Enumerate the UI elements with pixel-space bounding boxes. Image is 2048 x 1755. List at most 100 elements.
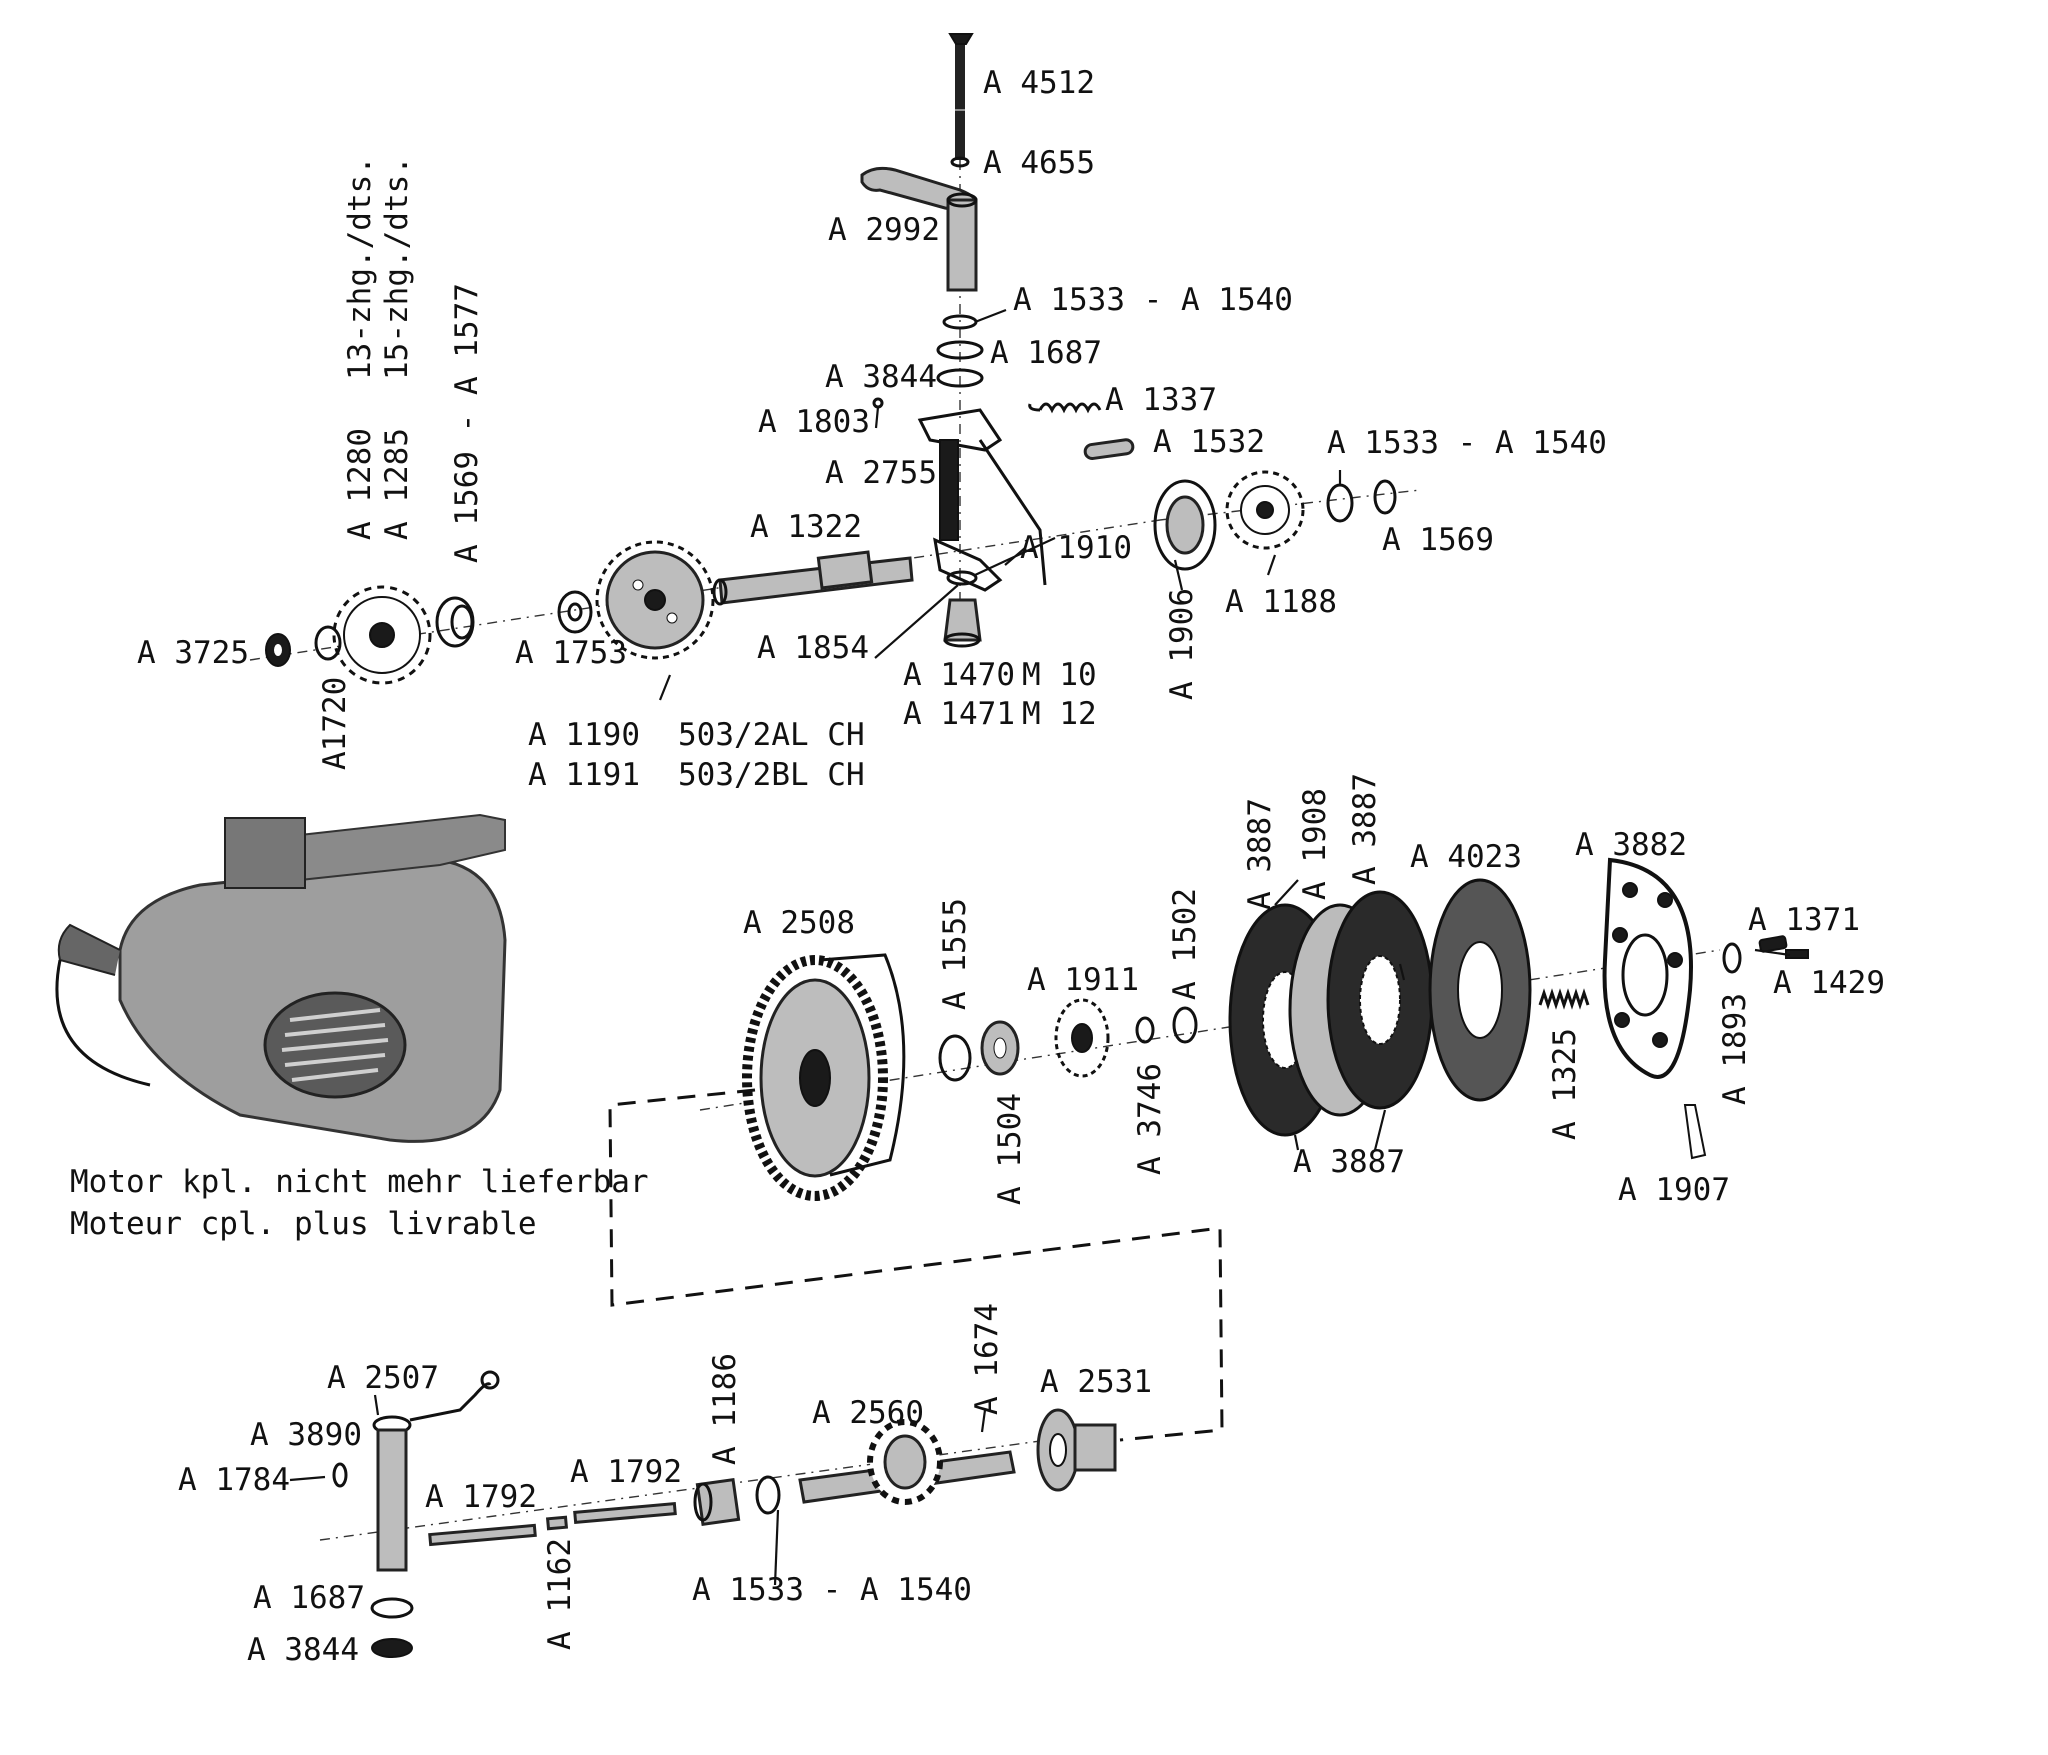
bush-a1186 — [693, 1477, 741, 1527]
washer-a1910 — [946, 570, 978, 586]
label-a3887-c: A 3887 — [1293, 1144, 1405, 1180]
label-a1854: A 1854 — [757, 630, 869, 666]
label-a4512: A 4512 — [983, 65, 1095, 101]
washers-bottom — [370, 1597, 414, 1658]
washer-a3890 — [332, 1462, 348, 1488]
label-a1280: A 1280 — [342, 428, 378, 540]
sprocket-a1188 — [1225, 470, 1305, 550]
nut-a1470-a1471 — [943, 598, 982, 648]
label-a1803: A 1803 — [758, 404, 870, 440]
spring-a1337 — [1028, 402, 1102, 414]
label-a4023: A 4023 — [1410, 839, 1522, 875]
cover-plate-a3882 — [1602, 857, 1693, 1079]
leader-lines — [373, 308, 1791, 1586]
washer-a1720 — [314, 625, 342, 661]
label-a1285-desc: 15-zhg./dts. — [379, 156, 415, 380]
nut-a3725 — [265, 633, 291, 667]
engine-photo — [55, 813, 507, 1143]
pin-a1803 — [872, 397, 884, 429]
label-a1687-bottom: A 1687 — [253, 1580, 365, 1616]
label-a1322: A 1322 — [750, 509, 862, 545]
label-a1674: A 1674 — [969, 1303, 1005, 1415]
label-a1470: A 1470 — [903, 657, 1015, 693]
pin-a1532 — [1083, 438, 1135, 461]
label-a1504: A 1504 — [992, 1093, 1028, 1205]
pulley-a1906 — [1153, 479, 1217, 571]
label-a3844-bottom: A 3844 — [247, 1632, 359, 1668]
label-a1191: A 1191 — [528, 757, 640, 793]
label-a1555: A 1555 — [937, 898, 973, 1010]
label-a3887-a: A 3887 — [1242, 798, 1278, 910]
washer-a1533-bottom — [755, 1475, 781, 1515]
label-a3844-top: A 3844 — [825, 359, 937, 395]
label-a1162: A 1162 — [542, 1538, 578, 1650]
label-a1337: A 1337 — [1105, 382, 1217, 418]
hub-gear-a1911 — [1054, 998, 1110, 1078]
label-a1190: A 1190 — [528, 717, 640, 753]
label-a1569-right: A 1569 — [1382, 522, 1494, 558]
spring-a1325 — [1538, 988, 1590, 1010]
washer-a1569-right — [1373, 479, 1397, 515]
label-a1784: A 1784 — [178, 1462, 290, 1498]
washers-top-stack — [936, 314, 984, 388]
label-a1569-a1577: A 1569 - A 1577 — [449, 283, 485, 563]
caption-line-french: Moteur cpl. plus livrable — [70, 1206, 537, 1242]
screw-a1371 — [1758, 935, 1788, 953]
assembly-connector-dashed — [608, 1088, 1224, 1442]
label-a1191-desc: 503/2BL CH — [678, 757, 865, 793]
label-a1720: A1720 — [317, 677, 353, 770]
bearing-a2531 — [1036, 1408, 1117, 1492]
label-a1371: A 1371 — [1748, 902, 1860, 938]
washer-a1893 — [1722, 942, 1742, 974]
washer-a1555 — [938, 1034, 972, 1082]
pin-a1907 — [1683, 1104, 1707, 1160]
label-a3882: A 3882 — [1575, 827, 1687, 863]
label-a2531: A 2531 — [1040, 1364, 1152, 1400]
washer-a1502 — [1172, 1006, 1198, 1044]
washer-a4655 — [950, 156, 970, 168]
bearing-a1533-right — [1326, 483, 1354, 523]
label-a1893: A 1893 — [1717, 993, 1753, 1105]
label-a2755: A 2755 — [825, 455, 937, 491]
caption-line-german: Motor kpl. nicht mehr lieferbar — [70, 1164, 649, 1200]
label-a2508: A 2508 — [743, 905, 855, 941]
label-a1533-a1540-right: A 1533 - A 1540 — [1327, 425, 1607, 461]
label-a1753: A 1753 — [515, 635, 627, 671]
label-a1471: A 1471 — [903, 696, 1015, 732]
sprocket-a1280-a1285 — [332, 585, 432, 685]
label-a1188: A 1188 — [1225, 584, 1337, 620]
part-labels: A 4512 A 4655 A 2992 A 1533 - A 1540 A 1… — [70, 65, 1885, 1668]
pin-a1784 — [289, 1475, 326, 1482]
label-a1906: A 1906 — [1164, 588, 1200, 700]
label-a1533-a1540-bottom: A 1533 - A 1540 — [692, 1572, 972, 1608]
bracket-a2755 — [917, 408, 1047, 592]
label-a1907: A 1907 — [1618, 1172, 1730, 1208]
washer-a3746 — [1135, 1016, 1155, 1044]
label-a1532: A 1532 — [1153, 424, 1265, 460]
shaft-a1322 — [712, 550, 914, 606]
label-a1910: A 1910 — [1020, 530, 1132, 566]
label-a3725: A 3725 — [137, 635, 249, 671]
bearing-a1753 — [557, 590, 593, 634]
label-a2992: A 2992 — [828, 212, 940, 248]
label-m10: M 10 — [1022, 657, 1097, 693]
label-m12: M 12 — [1022, 696, 1097, 732]
label-a1533-a1540-top: A 1533 - A 1540 — [1013, 282, 1293, 318]
label-a3746: A 3746 — [1132, 1063, 1168, 1175]
nut-a1504 — [980, 1020, 1020, 1076]
shift-rods — [428, 1502, 677, 1547]
sleeve-a1569 — [435, 596, 475, 648]
label-a1687-top: A 1687 — [990, 335, 1102, 371]
gearshaft-a2560 — [798, 1419, 1016, 1505]
label-a2560: A 2560 — [812, 1395, 924, 1431]
spindle-a4512 — [948, 33, 974, 160]
label-a1911: A 1911 — [1027, 962, 1139, 998]
label-a3890: A 3890 — [250, 1417, 362, 1453]
label-a1429: A 1429 — [1773, 965, 1885, 1001]
label-a1190-desc: 503/2AL CH — [678, 717, 865, 753]
label-a1186: A 1186 — [707, 1353, 743, 1465]
gear-a1190 — [595, 540, 715, 701]
label-a2507: A 2507 — [327, 1360, 439, 1396]
label-a1908: A 1908 — [1297, 788, 1333, 900]
